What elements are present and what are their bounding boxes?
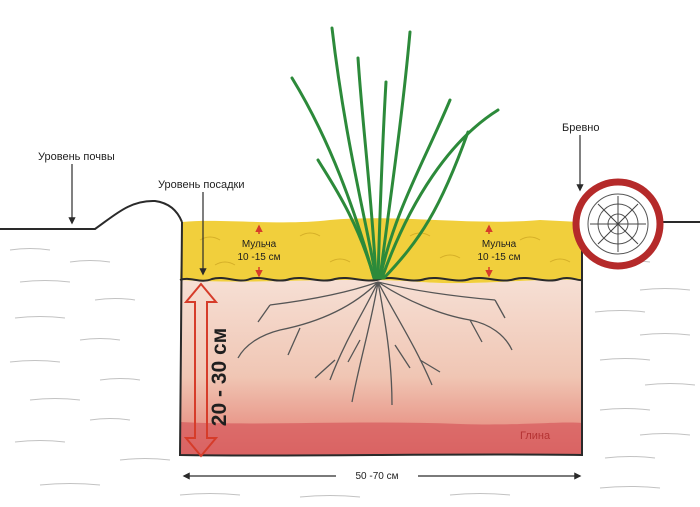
mulch-range-right: 10 -15 см [477,252,521,263]
mulch-layer [180,218,582,284]
mulch-label-left: Мульча 10 -15 см [222,238,296,264]
clay-label: Глина [520,430,551,442]
soil-level-label: Уровень почвы [38,151,115,163]
mulch-name-right: Мульча [481,239,517,250]
roots [237,281,513,406]
log-icon [572,178,664,270]
mulch-name-left: Мульча [241,239,277,250]
depth-arrow [183,282,219,458]
mulch-label-right: Мульча 10 -15 см [462,238,536,264]
planting-level-label: Уровень посадки [158,179,245,191]
depth-label: 20 - 30 см [208,327,231,427]
plant-leaves [290,26,500,280]
pit-outline [178,221,583,457]
clay-layer [180,422,582,455]
width-label: 50 -70 см [355,471,399,482]
ground-line [0,199,183,230]
log-label: Бревно [562,122,600,134]
mulch-range-left: 10 -15 см [237,252,281,263]
